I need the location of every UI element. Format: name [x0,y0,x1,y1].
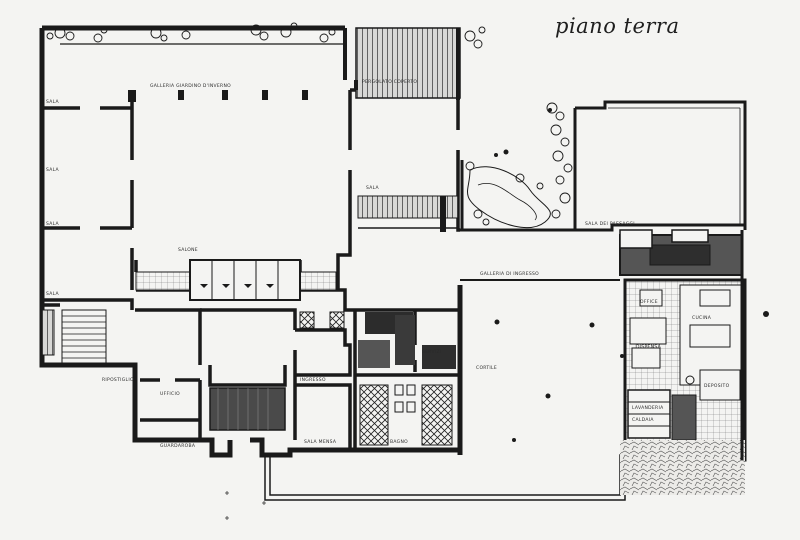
label-galleria-ingresso: galleria di ingresso [480,272,540,277]
survey-marks [225,491,266,520]
label-ufficio: ufficio [160,392,180,397]
top-terrace [46,22,486,100]
label-sala-mensa: sala mensa [304,440,337,445]
right-wing [458,100,747,300]
label-sala-piccola: sala dei paesaggi [585,222,635,227]
label-office: office [640,300,658,305]
trees [494,153,769,442]
label-galleria: galleria giardino d'inverno [150,84,231,89]
service-block [299,311,456,446]
label-cucina: cucina [692,316,712,321]
label-bagno: bagno [390,440,408,445]
stair-upper [357,195,459,232]
salone-band [135,259,337,301]
garden [458,102,577,232]
label-salone: salone [178,248,198,253]
label-sala-2: sala [46,168,59,173]
label-sala-3: sala [46,222,59,227]
label-servizi: servizi [422,350,442,355]
label-sala-right: sala [366,186,379,191]
label-deposito: deposito [704,384,730,389]
label-ripostiglio: ripostiglio [102,378,134,383]
kitchen-wing [620,230,747,495]
label-sala-4: sala [46,292,59,297]
plan-title: piano terra [555,14,680,38]
label-guardaroba: guardaroba [160,444,196,449]
label-lavanderia: lavanderia [632,406,664,411]
path-outline [264,454,626,501]
label-caldaia: caldaia [632,418,654,423]
stair-left [41,309,107,365]
label-cortile: cortile [476,366,498,371]
label-ingresso: ingresso [300,378,326,383]
outer-walls [39,25,463,458]
label-dispensa: dispensa [636,345,661,350]
label-pergolato: pergolato coperto [362,80,418,85]
stair-center [209,387,286,431]
label-sala-1: sala [46,100,59,105]
